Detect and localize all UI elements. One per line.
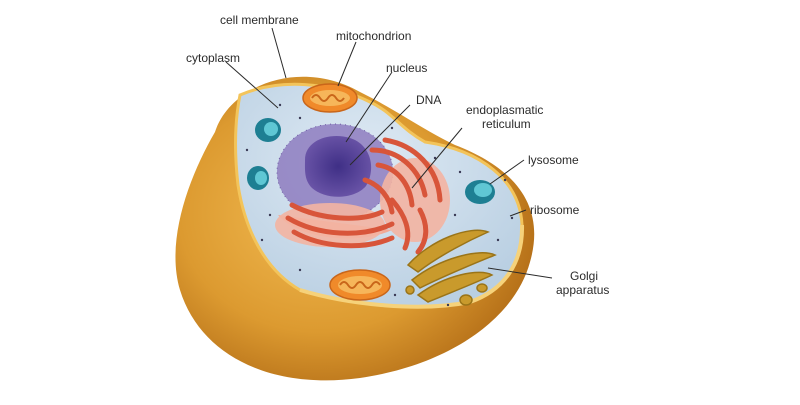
leader-golgi [487,267,553,279]
lysosome-left-bottom [247,166,269,190]
lysosome-right [465,180,495,204]
lysosome-left-top [255,118,281,142]
label-nucleus: nucleus [386,61,427,75]
label-ribosome: ribosome [530,203,580,217]
golgi-apparatus [405,229,497,306]
label-dna: DNA [416,93,441,107]
leader-cytoplasm [225,61,279,109]
leader-er [411,127,463,189]
label-er-line1: endoplasmatic [466,103,543,117]
nucleoplasm [304,136,372,197]
leader-lysosome [489,159,525,185]
leader-mitochondrion [337,41,357,87]
mitochondrion-bottom [329,269,391,301]
label-er-line2: reticulum [482,117,531,131]
label-golgi-line2: apparatus [556,283,609,297]
label-cell-membrane: cell membrane [220,13,299,27]
endoplasmic-reticulum [275,137,450,255]
label-golgi-line1: Golgi [570,269,598,283]
label-mitochondrion: mitochondrion [336,29,411,43]
leader-lines [225,27,553,279]
leader-nucleus [345,71,393,143]
label-cytoplasm: cytoplasm [186,51,240,65]
leader-ribosome [509,209,527,217]
mitochondrion-top [302,83,358,113]
leader-dna [349,104,411,166]
leader-cell-membrane [271,27,287,79]
label-lysosome: lysosome [528,153,579,167]
ribosome-dots [245,103,514,307]
